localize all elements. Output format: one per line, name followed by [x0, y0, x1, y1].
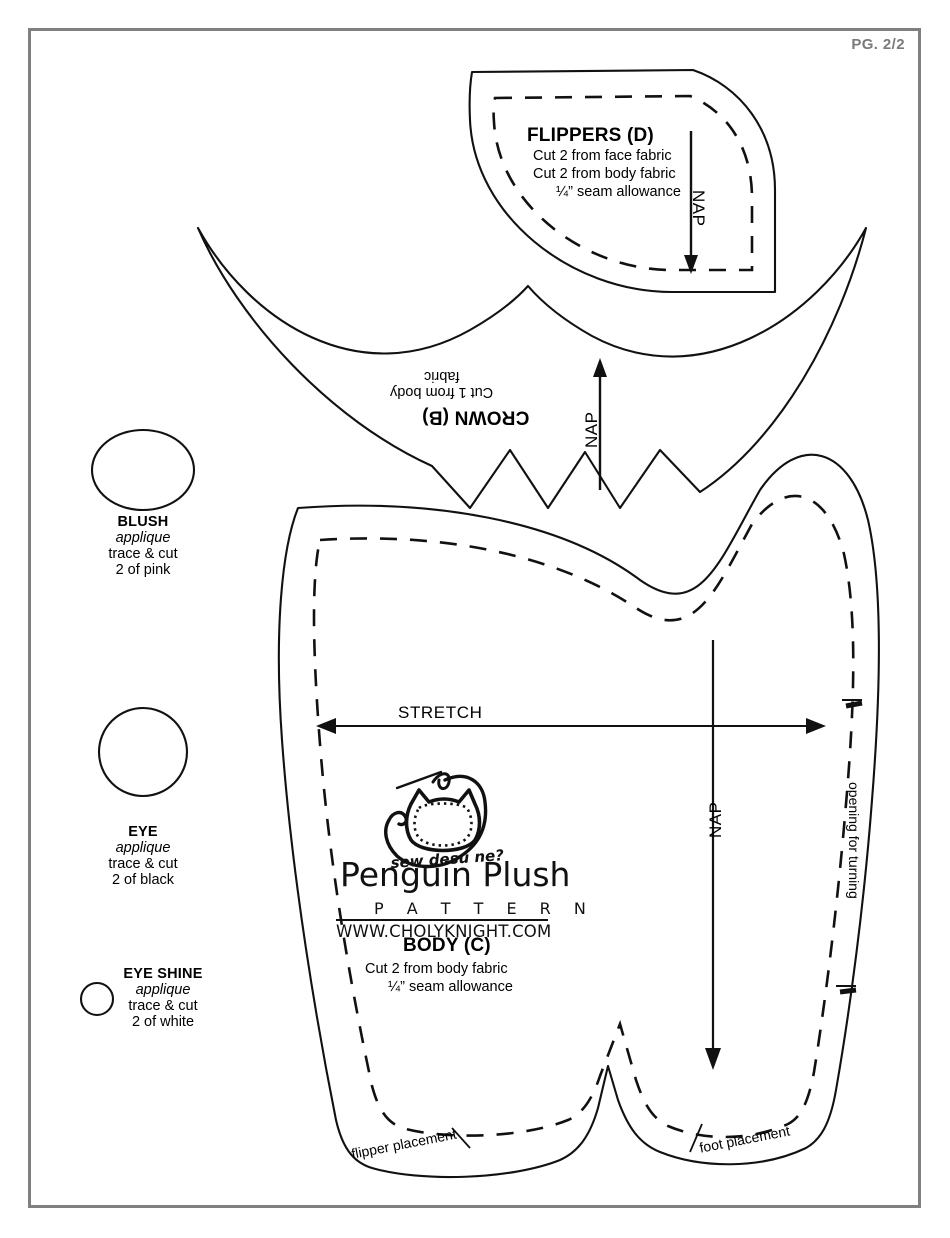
eye-shine-instruction: trace & cut — [128, 998, 198, 1014]
body-line-1: Cut 2 from body fabric — [365, 961, 508, 977]
page-number: PG. 2/2 — [851, 36, 905, 53]
blush-type: applique — [115, 530, 171, 546]
eye-shine-quantity: 2 of white — [131, 1014, 195, 1030]
flippers-line-1: Cut 2 from face fabric — [533, 148, 672, 164]
logo-subtitle: P A T T E R N — [374, 899, 595, 918]
blush-name: BLUSH — [117, 514, 169, 530]
flippers-line-3: ¼” seam allowance — [556, 184, 681, 200]
crown-line-2: fabric — [424, 368, 460, 385]
body-opening-label: opening for turning — [846, 782, 862, 899]
eye-name: EYE — [128, 824, 158, 840]
eye-shine-type: applique — [135, 982, 191, 998]
crown-line-1: Cut 1 from body — [390, 384, 494, 401]
logo-divider — [336, 919, 548, 921]
body-title: BODY (C) — [403, 935, 491, 956]
logo-title: Penguin Plush — [340, 855, 571, 894]
applique-block-eye: EYE applique trace & cut 2 of black — [43, 824, 243, 888]
flippers-title: FLIPPERS (D) — [527, 125, 654, 146]
applique-block-eye-shine: EYE SHINE applique trace & cut 2 of whit… — [63, 966, 263, 1030]
applique-block-blush: BLUSH applique trace & cut 2 of pink — [43, 514, 243, 578]
logo-url: WWW.CHOLYKNIGHT.COM — [336, 922, 552, 941]
crown-nap-label: NAP — [582, 411, 601, 448]
crown-piece — [196, 226, 868, 510]
crown-title: CROWN (B) — [422, 406, 530, 428]
flippers-nap-label: NAP — [689, 190, 708, 227]
body-piece — [277, 453, 881, 1179]
eye-shine-shape — [79, 981, 115, 1017]
body-stretch-label: STRETCH — [398, 703, 483, 722]
eye-type: applique — [115, 840, 171, 856]
eye-shape — [97, 706, 189, 798]
blush-instruction: trace & cut — [108, 546, 178, 562]
eye-shine-name: EYE SHINE — [123, 966, 203, 982]
opening-marker-bottom — [836, 985, 857, 995]
body-line-2: ¼” seam allowance — [388, 979, 513, 995]
blush-quantity: 2 of pink — [115, 562, 171, 578]
eye-instruction: trace & cut — [108, 856, 178, 872]
blush-shape — [90, 428, 196, 512]
body-nap-label: NAP — [706, 801, 725, 838]
page-border — [28, 28, 921, 1208]
eye-quantity: 2 of black — [111, 872, 175, 888]
flippers-piece — [468, 68, 777, 294]
opening-marker-top — [842, 699, 863, 709]
flippers-line-2: Cut 2 from body fabric — [533, 166, 676, 182]
